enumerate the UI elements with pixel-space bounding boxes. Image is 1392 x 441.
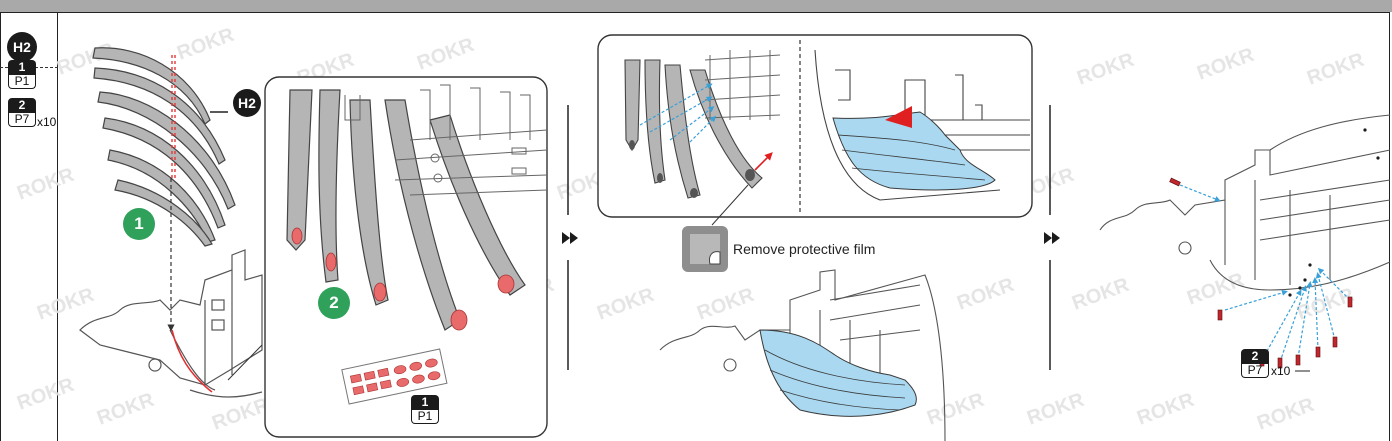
step-2-marker: 2	[318, 287, 350, 319]
svg-text:ROKR: ROKR	[1194, 44, 1257, 85]
svg-text:ROKR: ROKR	[414, 34, 477, 75]
blue-hull-strakes	[759, 329, 917, 417]
svg-text:ROKR: ROKR	[1024, 389, 1087, 430]
nails	[1169, 177, 1353, 369]
top-bar	[0, 0, 1392, 12]
glue-part-tag: 1 P1	[411, 395, 439, 425]
svg-text:ROKR: ROKR	[174, 24, 237, 65]
part-number: 2	[8, 98, 36, 113]
svg-text:ROKR: ROKR	[94, 389, 157, 430]
peel-film-icon	[682, 226, 728, 272]
h2-callout-badge: H2	[233, 89, 261, 117]
part-sheet: P1	[8, 75, 36, 89]
bow-frame	[79, 249, 263, 398]
svg-text:ROKR: ROKR	[1074, 49, 1137, 90]
glue-dots	[291, 227, 515, 331]
part-tag-2: 2 P7	[8, 98, 36, 128]
svg-text:ROKR: ROKR	[34, 284, 97, 325]
svg-text:ROKR: ROKR	[14, 374, 77, 415]
step-divider-1	[562, 105, 578, 370]
step-1-marker: 1	[123, 208, 155, 240]
svg-text:ROKR: ROKR	[1134, 389, 1197, 430]
svg-text:ROKR: ROKR	[924, 389, 987, 430]
svg-text:ROKR: ROKR	[1069, 274, 1132, 315]
part-number: 1	[411, 395, 439, 410]
nail-part-tag: 2 P7	[1241, 349, 1269, 379]
part-sheet: P1	[411, 410, 439, 424]
part-sheet: P7	[1241, 364, 1269, 378]
part-number: 1	[8, 60, 36, 75]
film-removal-note: Remove protective film	[733, 241, 876, 257]
step-badge: H2	[7, 32, 37, 62]
nail-quantity: x10	[1271, 364, 1291, 378]
glue-sheet	[341, 348, 448, 405]
svg-text:ROKR: ROKR	[209, 394, 272, 435]
part-number: 2	[1241, 349, 1269, 364]
hull-detail	[814, 49, 1030, 201]
svg-text:ROKR: ROKR	[694, 284, 757, 325]
step-divider-2	[1044, 105, 1060, 370]
svg-text:ROKR: ROKR	[1304, 49, 1367, 90]
instruction-frame	[0, 12, 1390, 441]
part-tag-1: 1 P1	[8, 60, 36, 90]
svg-text:ROKR: ROKR	[14, 164, 77, 205]
part-sheet: P7	[8, 113, 36, 127]
ship-assembly-final	[1099, 114, 1391, 291]
parts-sidebar: H2 1 P1 2 P7 x10	[0, 12, 58, 441]
film-removal-panel	[597, 34, 1033, 218]
svg-text:ROKR: ROKR	[1184, 269, 1247, 310]
part-quantity: x10	[37, 115, 57, 129]
skeleton-detail	[344, 84, 548, 196]
svg-text:ROKR: ROKR	[594, 284, 657, 325]
strip-fan	[92, 47, 236, 247]
svg-text:ROKR: ROKR	[954, 274, 1017, 315]
svg-text:ROKR: ROKR	[1254, 394, 1317, 435]
